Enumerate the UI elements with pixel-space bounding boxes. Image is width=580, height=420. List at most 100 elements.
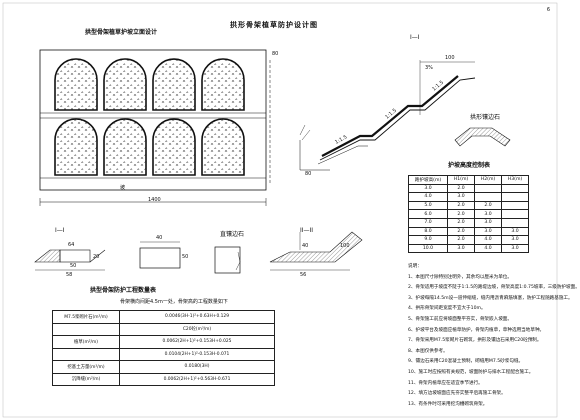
table-cell: 4.0 bbox=[474, 235, 502, 245]
note-line: 5、骨架施工前应将坡面整平夯实，骨架嵌入坡面。 bbox=[408, 316, 512, 322]
table-cell: 2.0 bbox=[447, 217, 475, 228]
arch-curb-detail bbox=[454, 127, 511, 147]
table-cell bbox=[501, 217, 529, 228]
note-line: 12、填方边坡坡面应先夯实整平后再施工骨架。 bbox=[408, 391, 506, 397]
qty-table-title: 拱型骨架防护工程数量表 bbox=[90, 287, 157, 294]
elevation-title: 拱型骨架植草护坡立面设计 bbox=[85, 29, 158, 36]
table-cell: 植草(m²/m) bbox=[52, 335, 120, 349]
table-cell: 3.0 bbox=[501, 226, 529, 237]
table-cell: 3.0 bbox=[447, 243, 475, 254]
sheet-border bbox=[2, 2, 558, 418]
table-cell: 2.0 bbox=[447, 235, 475, 245]
table-cell bbox=[52, 322, 120, 336]
lower-arch-row bbox=[54, 118, 245, 176]
note-line: 3、护坡每隔14.5m设一道伸缩缝，缝内用沥青麻筋填塞，防护工程随路基施工。 bbox=[408, 295, 573, 301]
section-II-title: II—II bbox=[300, 227, 314, 234]
table-cell: 3.0 bbox=[501, 235, 529, 245]
table-cell: 0.0062(2H+1)²+0.153H+0.025 bbox=[119, 335, 275, 349]
section-I-dim-d: 58 bbox=[66, 272, 73, 278]
drawing-sheet bbox=[2, 2, 558, 418]
table-cell: 7.0 bbox=[408, 217, 448, 228]
elevation-width-dim: 1400 bbox=[148, 197, 161, 203]
elevation-top-dim: 80 bbox=[272, 51, 279, 57]
elevation-view bbox=[39, 49, 271, 206]
table-cell: 挖基土方量(m³/m) bbox=[52, 360, 120, 374]
table-cell: 10.0 bbox=[408, 243, 448, 254]
table-cell: 0.0180(3H) bbox=[119, 360, 275, 374]
header-cell: 路护坡高(m) bbox=[408, 175, 448, 185]
straight-curb-detail bbox=[139, 241, 241, 274]
header-cell: H3(m) bbox=[501, 175, 529, 185]
table-cell: 2.0 bbox=[474, 200, 502, 211]
table-cell bbox=[501, 183, 529, 194]
note-line: 11、骨架内植草应在适宜季节进行。 bbox=[408, 380, 483, 386]
main-title: 拱形骨架植草防护设计图 bbox=[230, 21, 318, 29]
table-cell: M7.5浆砌片石(m³/m) bbox=[52, 310, 120, 324]
table-cell: 3.0 bbox=[474, 217, 502, 228]
upper-arch-row bbox=[54, 58, 245, 111]
table-cell: 3.0 bbox=[447, 192, 475, 202]
note-line: 说明： bbox=[408, 264, 422, 269]
table-cell bbox=[501, 192, 529, 202]
table-cell bbox=[501, 200, 529, 211]
note-line: 2、骨架适用于坡度不陡于1:1.5的路堤边坡，骨架高度1:0.75坡率，三级防护… bbox=[408, 285, 580, 291]
table-row: C20砼(m³/m) bbox=[52, 322, 275, 336]
section-II-detail bbox=[269, 231, 363, 271]
table-cell: 0.0062(2H+1)²+0.563H-0.671 bbox=[119, 372, 275, 386]
table-cell: 3.0 bbox=[474, 209, 502, 219]
qty-table-subtitle: 骨架横向间距4.5m一处，骨架高的工程数量如下 bbox=[120, 299, 228, 305]
note-line: 13、有条件时可采用挖沟槽砌筑骨架。 bbox=[408, 401, 488, 407]
section-I-title: I—I bbox=[55, 227, 65, 234]
table-cell: 2.0 bbox=[447, 200, 475, 211]
section-I-dim-b: 50 bbox=[70, 263, 77, 269]
table-row: 0.0104(2H+1)²-0.153H-0.071 bbox=[52, 347, 275, 361]
table-row: 植草(m²/m)0.0062(2H+1)²+0.153H+0.025 bbox=[52, 335, 275, 349]
table-cell: 0.0046(3H-1)²+0.63H+0.129 bbox=[119, 310, 275, 324]
table-header-row: 路护坡高(m) H1(m) H2(m) H3(m) bbox=[408, 175, 529, 185]
section-11-dim-c: 80 bbox=[305, 171, 312, 177]
straight-curb-title: 直镶边石 bbox=[220, 231, 245, 238]
note-line: 1、本图尺寸除特别注明外，其余均以厘米为单位。 bbox=[408, 274, 512, 280]
section-11-title: I—I bbox=[410, 34, 420, 41]
note-line: 6、护坡平台及坡面应植草防护，骨架内植草，草种选用当地草种。 bbox=[408, 327, 545, 333]
table-row: 挖基土方量(m³/m)0.0180(3H) bbox=[52, 360, 275, 374]
note-line: 10、施工时应按照有关规范，坡面防护与排水工程配合施工。 bbox=[408, 369, 534, 375]
table-cell: 5.0 bbox=[408, 200, 448, 211]
section-slope-view bbox=[299, 60, 476, 171]
table-cell: 0.0104(2H+1)²-0.153H-0.071 bbox=[119, 347, 275, 361]
section-II-dim-b: 100 bbox=[340, 243, 350, 249]
header-cell: H1(m) bbox=[447, 175, 475, 185]
table-cell: 9.0 bbox=[408, 235, 448, 245]
note-line: 7、骨架采用M7.5浆砌片石砌筑，拱形及镶边石采用C20砼预制。 bbox=[408, 338, 542, 344]
section-11-dim-a: 3% bbox=[425, 65, 433, 71]
table-cell bbox=[474, 183, 502, 194]
section-I-dim-c: 20 bbox=[93, 254, 100, 260]
table-cell: 3.0 bbox=[474, 226, 502, 237]
header-cell: H2(m) bbox=[474, 175, 502, 185]
page-number: 6 bbox=[546, 7, 550, 13]
note-line: 9、镶边石采用C20混凝土预制，砌缝用M7.5砂浆勾缝。 bbox=[408, 359, 524, 365]
table-cell: 4.0 bbox=[474, 243, 502, 254]
section-II-dim-a: 40 bbox=[302, 243, 309, 249]
table-cell: 6.0 bbox=[408, 209, 448, 219]
table-cell: 8.0 bbox=[408, 226, 448, 237]
straight-curb-dim-a: 40 bbox=[156, 235, 163, 241]
table-cell bbox=[501, 209, 529, 219]
arch-curb-title: 拱形镶边石 bbox=[470, 114, 501, 121]
design-notes: 说明： 1、本图尺寸除特别注明外，其余均以厘米为单位。 2、骨架适用于坡度不陡于1:… bbox=[408, 262, 580, 410]
table-cell: 2.0 bbox=[447, 209, 475, 219]
note-line: 4、拱形骨架间距宽度不宜大于10m。 bbox=[408, 306, 486, 312]
table-cell bbox=[474, 192, 502, 202]
straight-curb-dim-b: 50 bbox=[182, 254, 189, 260]
section-I-dim-a: 64 bbox=[68, 242, 75, 248]
